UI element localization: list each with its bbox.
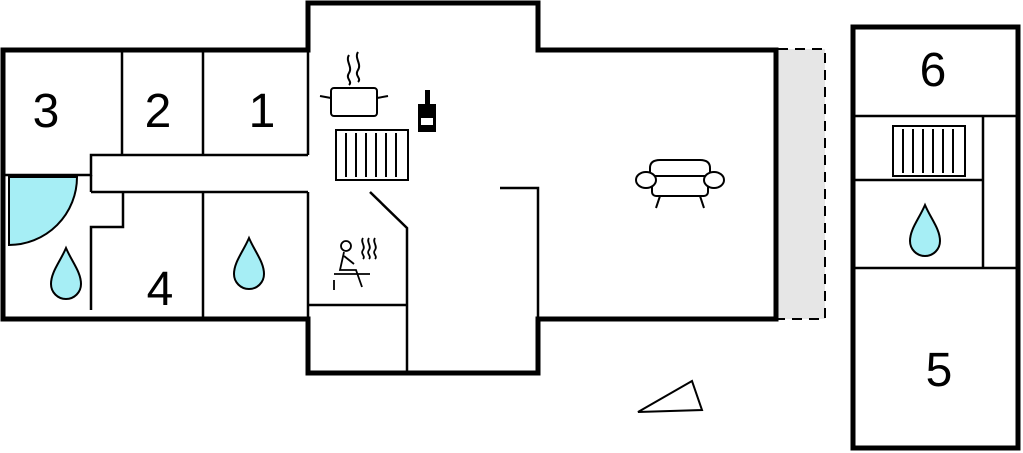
- interior-walls: [3, 50, 540, 373]
- door-swing: [8, 176, 79, 247]
- room-label-5: 5: [926, 344, 953, 397]
- room-label-4: 4: [147, 263, 174, 316]
- terrace: [778, 48, 826, 320]
- room-label-2: 2: [145, 85, 172, 138]
- wood-stove-icon: [418, 90, 436, 132]
- annex-building: [850, 24, 1021, 451]
- water-drop-icon: [908, 202, 942, 257]
- stove-icon: [319, 51, 389, 117]
- room-label-3: 3: [33, 85, 60, 138]
- radiator-icon: [335, 129, 409, 181]
- compass-arrow-icon: [637, 379, 704, 413]
- room-label-1: 1: [249, 85, 276, 138]
- annex-interior-walls: [853, 114, 1018, 270]
- radiator-icon: [892, 125, 966, 177]
- water-drop-icon: [49, 245, 83, 300]
- room-label-6: 6: [920, 44, 947, 97]
- water-drop-icon: [232, 235, 266, 290]
- sauna-icon: [333, 237, 377, 290]
- sofa-icon: [635, 159, 725, 209]
